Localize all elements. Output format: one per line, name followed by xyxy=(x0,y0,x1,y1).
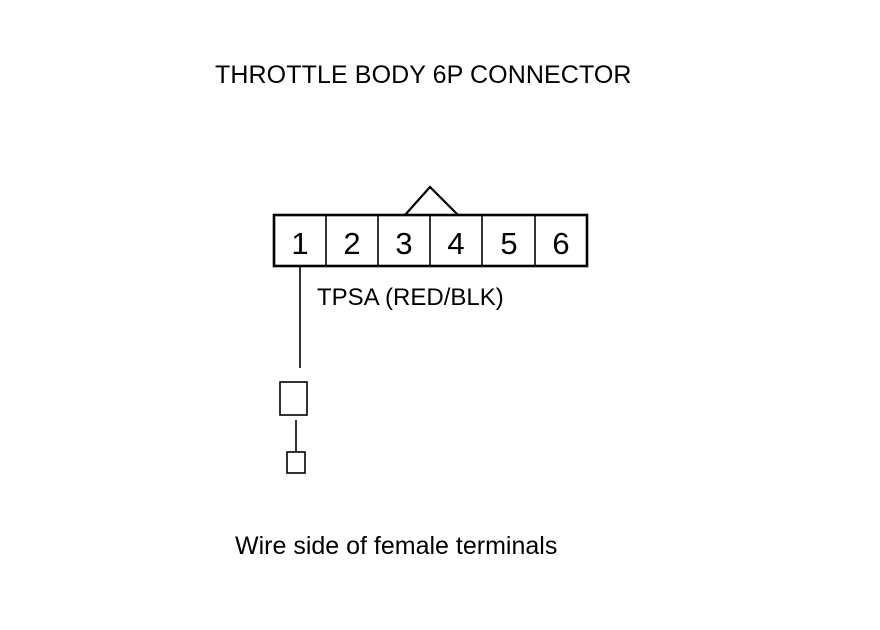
pin-1-number: 1 xyxy=(291,226,308,261)
tpsa-wire-label: TPSA (RED/BLK) xyxy=(317,284,504,311)
pin-5-number: 5 xyxy=(500,226,517,261)
probe-body xyxy=(279,381,308,416)
diagram-title: THROTTLE BODY 6P CONNECTOR xyxy=(215,61,632,89)
view-caption: Wire side of female terminals xyxy=(235,532,558,560)
pin-2-number: 2 xyxy=(343,226,360,261)
connector-lock-tab xyxy=(404,185,459,216)
pin-3-number: 3 xyxy=(395,226,412,261)
cavity-dividers xyxy=(325,215,536,266)
pin-4-number: 4 xyxy=(447,226,464,261)
pin-6-number: 6 xyxy=(552,226,569,261)
probe-tip xyxy=(286,451,306,474)
